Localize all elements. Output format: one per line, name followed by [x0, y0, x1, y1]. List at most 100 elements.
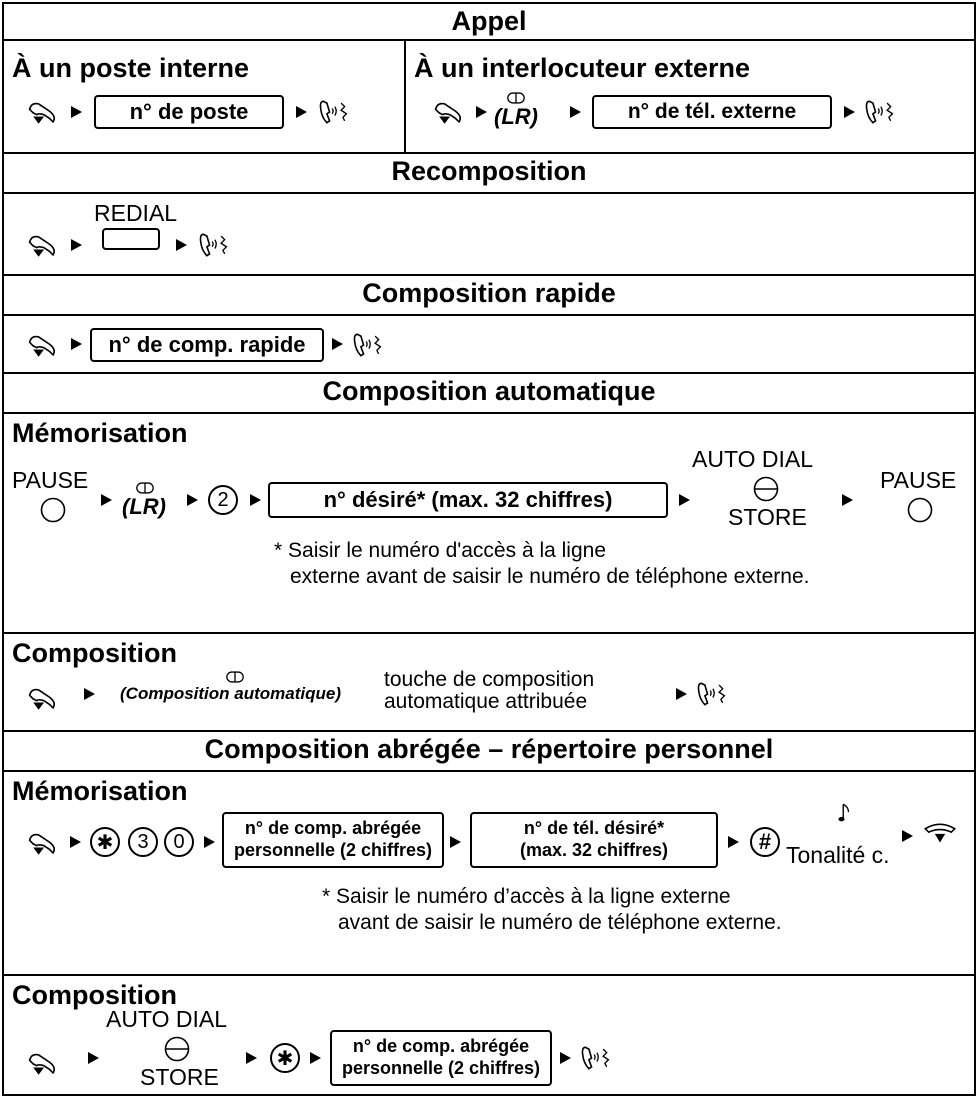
key-star: ✱ — [270, 1043, 300, 1073]
on-hook-icon — [922, 820, 958, 846]
note-line: * Saisir le numéro d'accès à la ligne — [274, 539, 607, 562]
arrow-icon — [476, 106, 487, 118]
comp-auto-key-label: (Composition automatique) — [120, 684, 341, 703]
key-3: 3 — [128, 827, 158, 857]
box-line: personnelle (2 chiffres) — [341, 1058, 541, 1078]
off-hook-icon — [26, 829, 62, 857]
off-hook-icon — [26, 331, 62, 359]
arrow-icon — [844, 106, 855, 118]
line-key-icon — [136, 482, 154, 494]
store-label: STORE — [728, 504, 807, 530]
lr-label: (LR) — [122, 494, 166, 519]
divider — [4, 974, 974, 976]
box-line: n° de tél. désiré* — [523, 818, 665, 839]
divider — [4, 314, 974, 316]
talk-icon — [318, 97, 350, 127]
divider — [4, 152, 974, 154]
heading-memorisation: Mémorisation — [12, 776, 188, 806]
box-line: (max. 32 chiffres) — [519, 840, 669, 860]
auto-dial-label: AUTO DIAL — [106, 1006, 227, 1032]
divider — [4, 730, 974, 732]
talk-icon — [696, 679, 728, 709]
auto-dial-label: AUTO DIAL — [692, 446, 813, 472]
note-line: avant de saisir le numéro de téléphone e… — [338, 911, 782, 934]
talk-icon — [352, 330, 384, 360]
divider — [4, 770, 974, 772]
divider — [4, 274, 974, 276]
off-hook-icon — [26, 1049, 62, 1077]
column-divider — [404, 39, 406, 152]
arrow-icon — [570, 106, 581, 118]
off-hook-icon — [26, 684, 62, 712]
arrow-icon — [332, 338, 343, 350]
arrow-icon — [88, 1052, 99, 1064]
divider — [4, 412, 974, 414]
arrow-icon — [676, 688, 687, 700]
heading-automatique: Composition automatique — [322, 376, 656, 406]
arrow-icon — [246, 1052, 257, 1064]
arrow-icon — [84, 688, 95, 700]
lr-label: (LR) — [494, 104, 538, 129]
redial-key[interactable] — [102, 228, 160, 250]
box-tel-externe: n° de tél. externe — [592, 95, 832, 129]
divider — [4, 39, 974, 41]
redial-label: REDIAL — [94, 200, 178, 226]
touche-label: touche de composition automatique attrib… — [384, 668, 595, 713]
box-comp-rapide: n° de comp. rapide — [90, 328, 324, 362]
box-line: n° de comp. abrégée — [352, 1036, 530, 1057]
pause-label: PAUSE — [880, 467, 957, 493]
heading-externe: À un interlocuteur externe — [414, 53, 751, 83]
arrow-icon — [204, 836, 215, 848]
heading-rapide: Composition rapide — [362, 278, 616, 308]
heading-memorisation: Mémorisation — [12, 418, 188, 448]
talk-icon — [864, 97, 896, 127]
divider — [4, 192, 974, 194]
pause-key-icon — [907, 497, 933, 523]
key-2: 2 — [208, 485, 238, 515]
heading-appel: Appel — [451, 6, 527, 36]
off-hook-icon — [26, 98, 62, 126]
pause-key-icon — [40, 497, 66, 523]
confirmation-tone-icon — [838, 802, 852, 824]
box-abregee: n° de comp. abrégée personnelle (2 chiff… — [222, 812, 444, 868]
box-poste: n° de poste — [94, 95, 284, 129]
off-hook-icon — [26, 231, 62, 259]
arrow-icon — [250, 494, 261, 506]
arrow-icon — [296, 106, 307, 118]
arrow-icon — [560, 1052, 571, 1064]
line-key-icon — [507, 92, 525, 104]
arrow-icon — [101, 494, 112, 506]
heading-composition: Composition — [12, 980, 177, 1010]
arrow-icon — [842, 494, 853, 506]
box-line: personnelle (2 chiffres) — [233, 840, 433, 860]
box-line: n° de comp. abrégée — [244, 818, 422, 839]
arrow-icon — [310, 1052, 321, 1064]
note-line: * Saisir le numéro d’accès à la ligne ex… — [322, 885, 731, 908]
pause-label: PAUSE — [12, 467, 89, 493]
arrow-icon — [187, 494, 198, 506]
heading-interne: À un poste interne — [12, 53, 250, 83]
arrow-icon — [450, 836, 461, 848]
talk-icon — [198, 230, 230, 260]
talk-icon — [580, 1043, 612, 1073]
line-key-icon — [226, 671, 244, 683]
heading-recomposition: Recomposition — [391, 156, 587, 186]
auto-dial-store-key-icon — [164, 1036, 190, 1062]
box-tel-desire: n° de tél. désiré* (max. 32 chiffres) — [470, 812, 718, 868]
divider — [4, 372, 974, 374]
box-abregee: n° de comp. abrégée personnelle (2 chiff… — [330, 1030, 552, 1086]
touche-line: touche de composition — [384, 668, 595, 691]
arrow-icon — [679, 494, 690, 506]
box-desire-max: n° désiré* (max. 32 chiffres) — [268, 482, 668, 518]
arrow-icon — [70, 836, 81, 848]
arrow-icon — [71, 106, 82, 118]
heading-composition: Composition — [12, 638, 177, 668]
heading-abregee: Composition abrégée – répertoire personn… — [204, 734, 774, 764]
arrow-icon — [176, 239, 187, 251]
key-star: ✱ — [90, 827, 120, 857]
arrow-icon — [902, 830, 913, 842]
note-line: externe avant de saisir le numéro de tél… — [290, 565, 810, 588]
auto-dial-store-key-icon — [753, 476, 779, 502]
arrow-icon — [71, 239, 82, 251]
